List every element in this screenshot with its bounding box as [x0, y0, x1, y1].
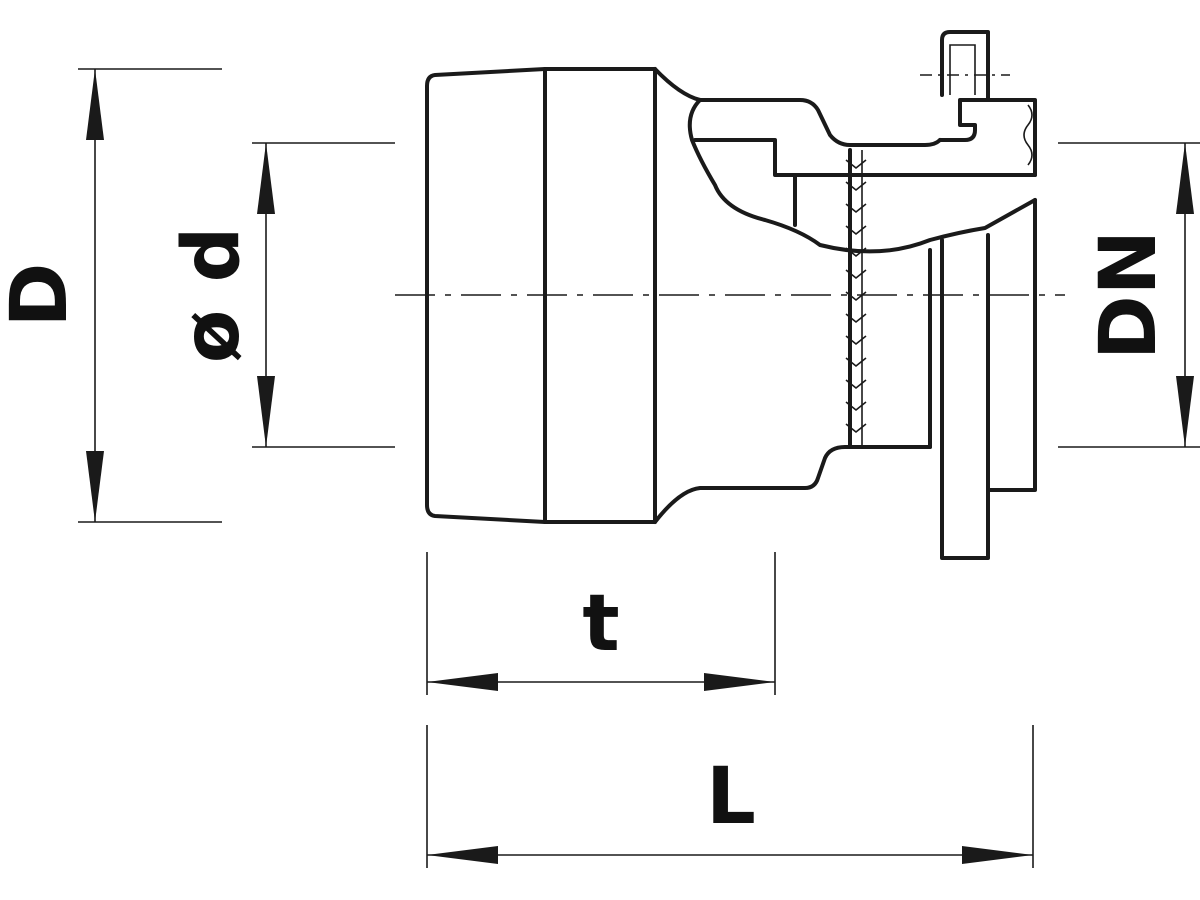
fitting-body [425, 30, 1037, 560]
dimension-d: ø d [167, 142, 395, 448]
weld-mark [845, 401, 867, 412]
flange-tab [940, 30, 990, 102]
arrow-d-top [257, 143, 275, 214]
dimension-D: D [0, 68, 222, 523]
arrow-DN-top [1176, 143, 1194, 214]
weld-mark [845, 247, 867, 258]
label-d: ø d [167, 227, 257, 364]
arrow-DN-bottom [1176, 376, 1194, 447]
flange-top [938, 98, 1037, 177]
arrow-t-left [427, 673, 498, 691]
flange-break-line [1023, 104, 1033, 166]
section-break-upper [687, 98, 1037, 254]
arrow-L-left [427, 846, 498, 864]
reducer-upper-contour [653, 67, 942, 147]
arrow-t-right [704, 673, 775, 691]
weld-mark [845, 423, 867, 434]
reducer-lower-contour [653, 445, 932, 524]
weld-mark [845, 335, 867, 346]
weld-mark [845, 357, 867, 368]
label-DN: DN [1084, 230, 1174, 360]
arrow-L-right [962, 846, 1033, 864]
weld-mark [845, 269, 867, 280]
dimension-L: L [426, 725, 1034, 868]
section-inner-upper [693, 138, 797, 227]
weld-mark [845, 203, 867, 214]
flange-tab-inner [949, 44, 976, 95]
weld-mark [845, 181, 867, 192]
weld-mark [845, 313, 867, 324]
label-D: D [0, 263, 85, 328]
arrow-D-top [86, 69, 104, 140]
label-t: t [582, 579, 619, 669]
weld-mark [845, 225, 867, 236]
label-L: L [706, 752, 756, 842]
weld-mark [845, 159, 867, 170]
arrow-D-bottom [86, 451, 104, 522]
dimension-t: t [426, 552, 776, 695]
socket-outline [425, 67, 657, 524]
weld-hatching [845, 159, 867, 434]
weld-mark [845, 379, 867, 390]
dimension-DN: DN [1058, 142, 1200, 448]
loose-flange-outline [940, 198, 1037, 560]
arrow-d-bottom [257, 376, 275, 447]
